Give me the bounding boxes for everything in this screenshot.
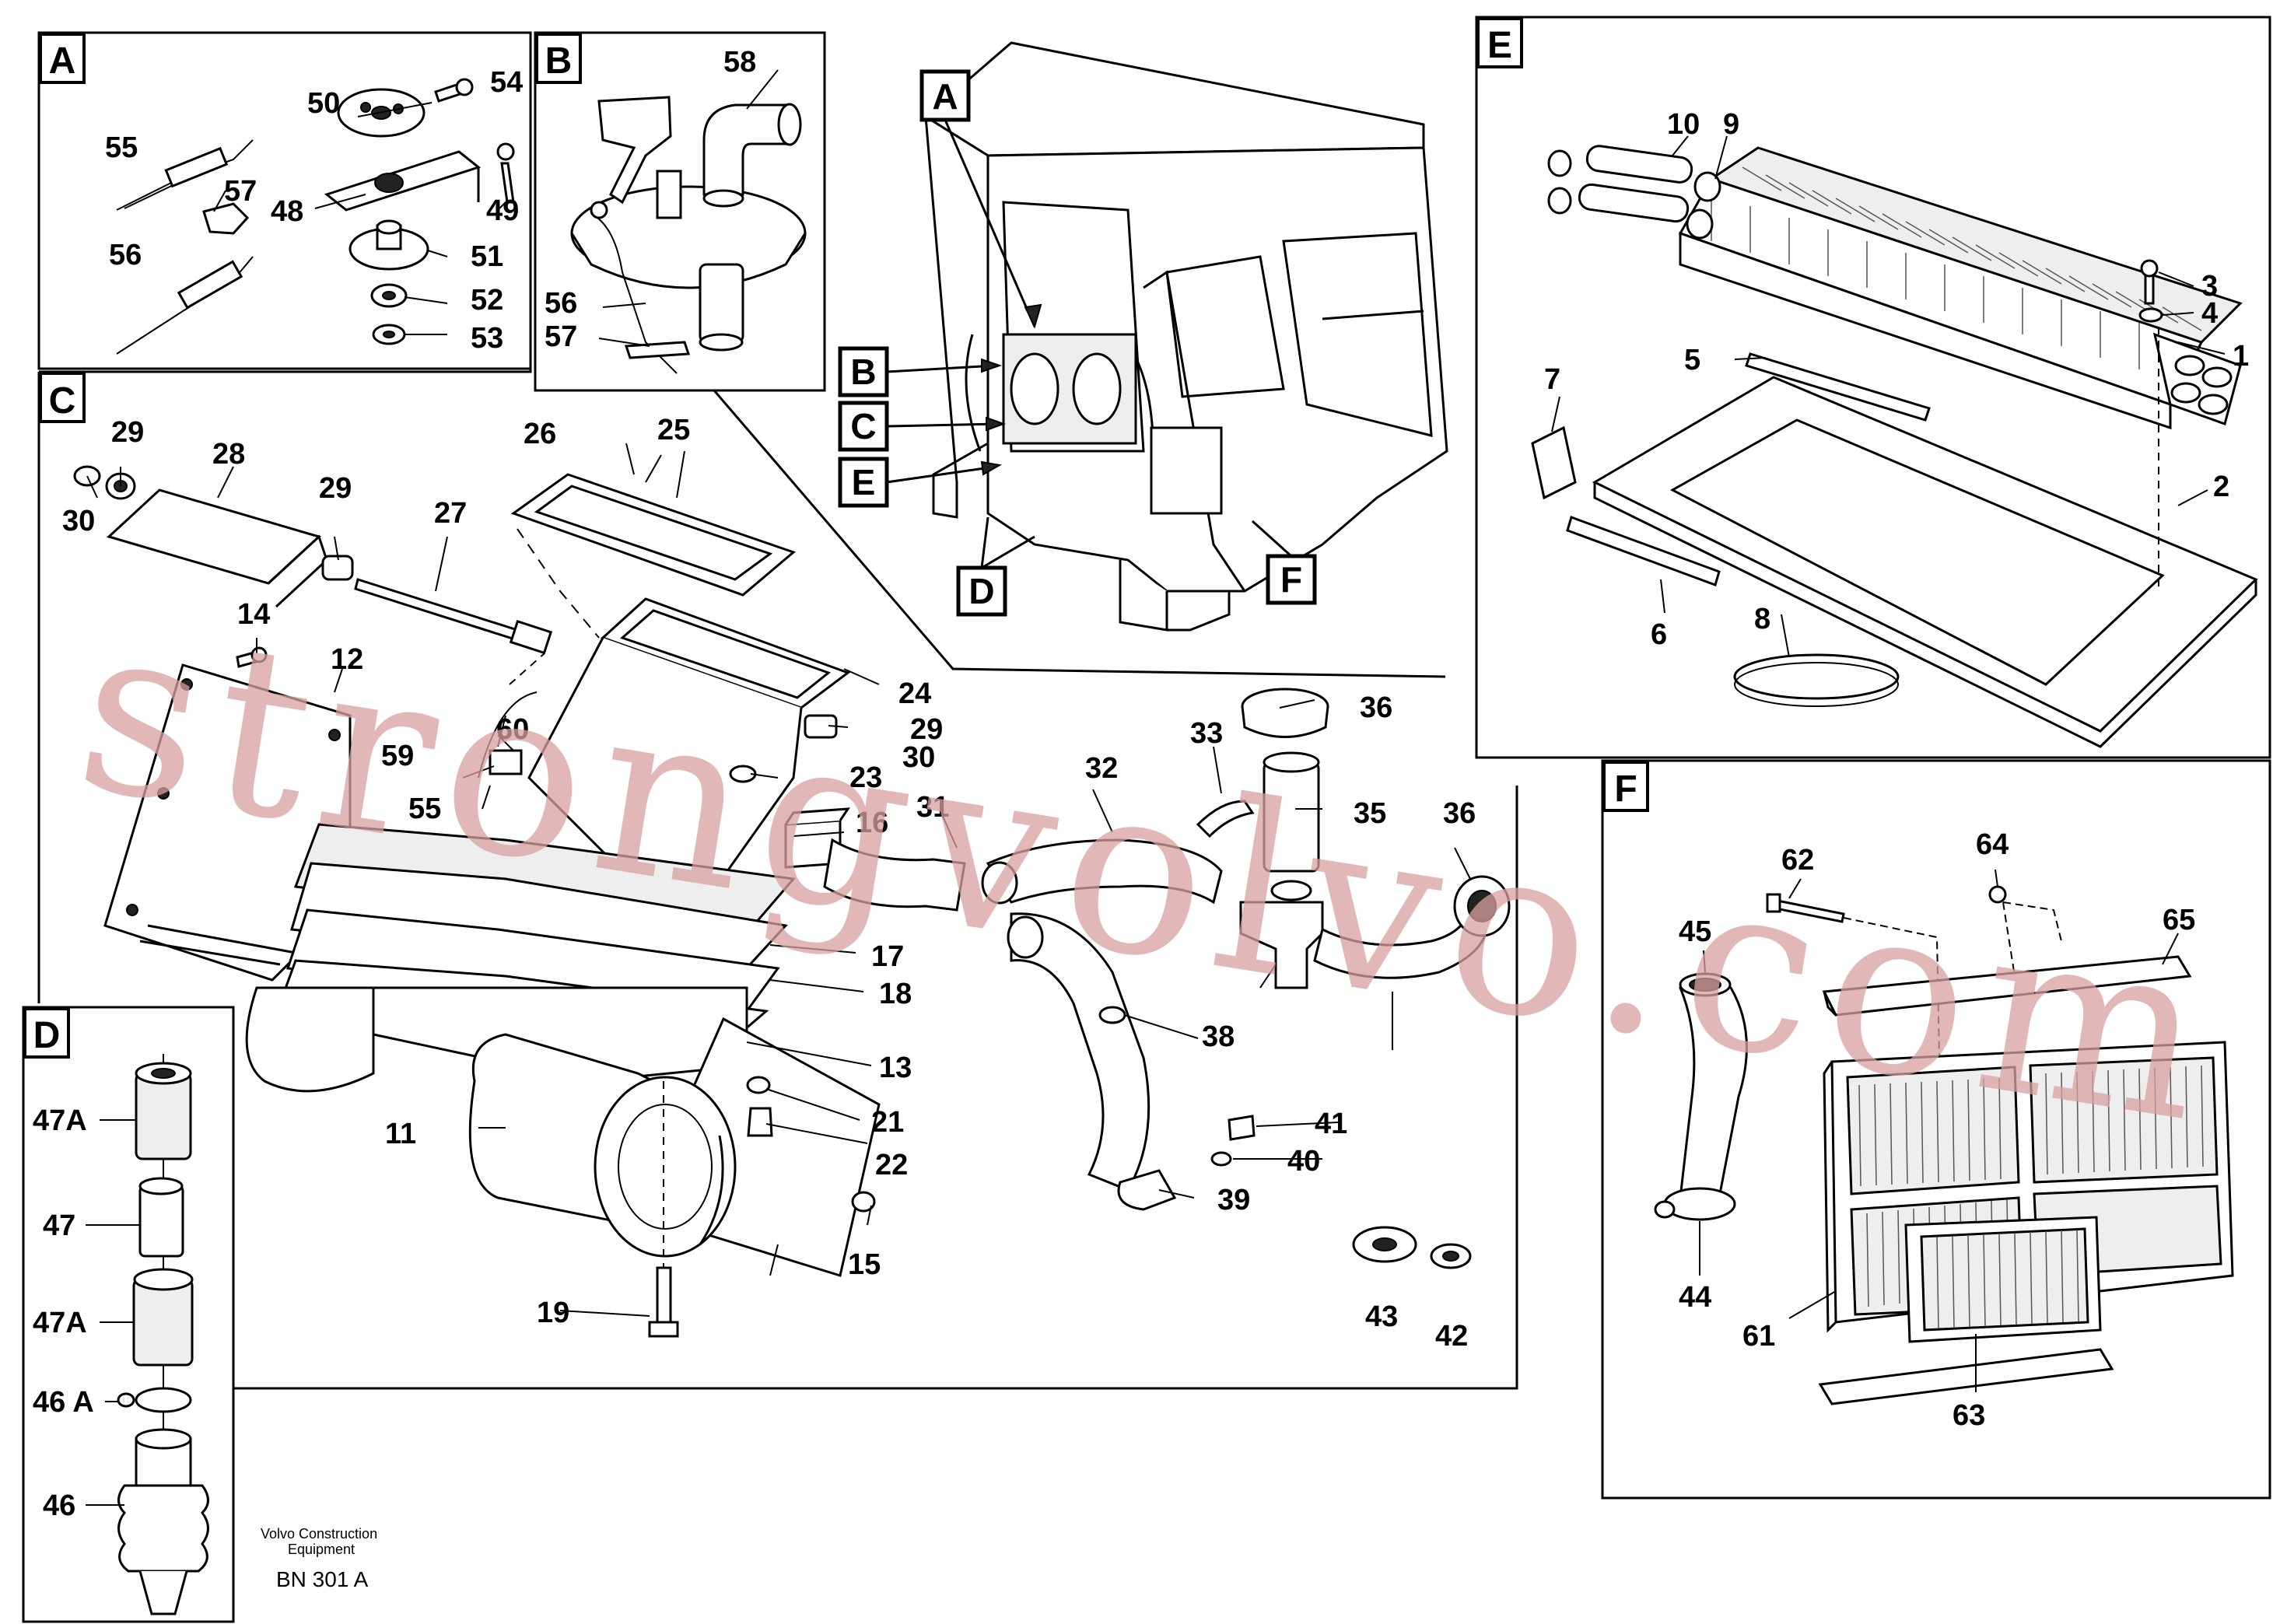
callout-9: 9: [1723, 108, 1739, 141]
callout-27: 27: [434, 497, 467, 530]
callout-65: 65: [2163, 904, 2195, 936]
cab-overview: A B C E D F: [838, 41, 1448, 632]
callout-46: 46: [43, 1489, 75, 1522]
callout-52: 52: [471, 284, 503, 317]
section-b-panel: B 58 56 57: [534, 31, 826, 392]
callout-29-b: 29: [319, 472, 352, 505]
callout-56-b: 56: [545, 287, 577, 320]
callout-18: 18: [879, 978, 912, 1010]
callout-30-a: 30: [62, 505, 95, 537]
callout-54: 54: [490, 66, 523, 99]
callout-36-b: 36: [1443, 797, 1476, 830]
callout-31: 31: [916, 791, 949, 824]
callout-11: 11: [385, 1118, 416, 1150]
callout-29-a: 29: [111, 416, 144, 449]
callout-28: 28: [212, 438, 245, 471]
callout-22: 22: [875, 1149, 908, 1181]
callout-35: 35: [1354, 797, 1386, 830]
callout-25: 25: [657, 414, 690, 446]
cab-marker-c: C: [850, 406, 876, 446]
callout-60: 60: [496, 713, 529, 746]
footer: Volvo Construction Equipment BN 301 A: [261, 1526, 377, 1591]
callout-44: 44: [1679, 1281, 1711, 1314]
callout-2: 2: [2213, 471, 2229, 503]
footer-company-line1: Volvo Construction: [261, 1526, 377, 1542]
footer-company-line2: Equipment: [288, 1542, 355, 1557]
section-e-panel: E 10: [1475, 16, 2271, 759]
cab-marker-f: F: [1280, 559, 1302, 600]
callout-5: 5: [1684, 344, 1700, 376]
callout-47a-top: 47A: [33, 1104, 87, 1137]
callout-45: 45: [1679, 915, 1711, 948]
callout-6: 6: [1651, 618, 1667, 651]
callout-40: 40: [1287, 1145, 1320, 1178]
callout-36-a: 36: [1360, 691, 1392, 724]
callout-47: 47: [43, 1209, 75, 1242]
callout-49: 49: [486, 194, 519, 227]
callout-24: 24: [898, 677, 931, 710]
callout-7: 7: [1544, 363, 1560, 396]
callout-12: 12: [331, 643, 363, 676]
callout-51: 51: [471, 240, 503, 273]
section-f-letter: F: [1614, 768, 1637, 810]
callout-32: 32: [1085, 752, 1118, 785]
callout-21: 21: [871, 1106, 904, 1139]
callout-1: 1: [2233, 340, 2249, 373]
callout-23: 23: [849, 761, 882, 794]
callout-29-c: 29: [910, 713, 943, 746]
callout-61: 61: [1742, 1320, 1775, 1353]
callout-10: 10: [1667, 108, 1700, 141]
callout-43: 43: [1365, 1300, 1398, 1333]
section-e-letter: E: [1487, 25, 1512, 66]
callout-26: 26: [524, 418, 556, 450]
callout-63: 63: [1953, 1399, 1985, 1432]
callout-48: 48: [271, 195, 303, 228]
callout-55-c: 55: [408, 793, 441, 825]
section-a-panel: A 50 54 55 57: [37, 31, 532, 370]
cab-marker-a: A: [932, 76, 958, 117]
callout-42: 42: [1435, 1320, 1468, 1353]
callout-46a: 46 A: [33, 1386, 94, 1419]
section-d-letter: D: [33, 1015, 61, 1056]
callout-33: 33: [1190, 717, 1223, 750]
section-a-letter: A: [49, 40, 76, 82]
section-c-panel: C: [37, 369, 1518, 1390]
callout-57: 57: [224, 175, 257, 208]
callout-15: 15: [848, 1248, 881, 1281]
watermark-text: strongvolvo.com: [63, 571, 2236, 1177]
section-c-letter: C: [49, 380, 76, 422]
callout-47a-bottom: 47A: [33, 1307, 87, 1339]
callout-14: 14: [237, 598, 270, 631]
callout-8: 8: [1754, 603, 1770, 635]
callout-3: 3: [2201, 270, 2218, 303]
callout-39: 39: [1217, 1184, 1250, 1216]
section-f-panel: F: [1601, 759, 2271, 1500]
callout-56: 56: [109, 239, 142, 271]
section-b-letter: B: [545, 40, 573, 82]
callout-59: 59: [381, 740, 414, 772]
callout-19: 19: [537, 1297, 569, 1329]
callout-41: 41: [1315, 1108, 1347, 1140]
callout-50: 50: [307, 87, 340, 120]
cab-marker-e: E: [852, 462, 876, 502]
callout-30-b: 30: [902, 741, 935, 774]
cab-marker-d: D: [968, 571, 994, 611]
callout-57-b: 57: [545, 320, 577, 353]
callout-53: 53: [471, 322, 503, 355]
footer-code: BN 301 A: [276, 1567, 369, 1591]
callout-64: 64: [1976, 828, 2009, 861]
callout-13: 13: [879, 1052, 912, 1084]
callout-17: 17: [871, 940, 904, 973]
section-d-panel: D 47A 47 47A 46 A 46: [22, 1006, 235, 1623]
callout-55: 55: [105, 131, 138, 164]
callout-62: 62: [1781, 844, 1814, 877]
callout-58: 58: [723, 46, 756, 79]
callout-4: 4: [2201, 297, 2218, 330]
callout-16: 16: [856, 807, 888, 839]
cab-marker-b: B: [850, 352, 876, 392]
callout-38: 38: [1202, 1020, 1235, 1053]
